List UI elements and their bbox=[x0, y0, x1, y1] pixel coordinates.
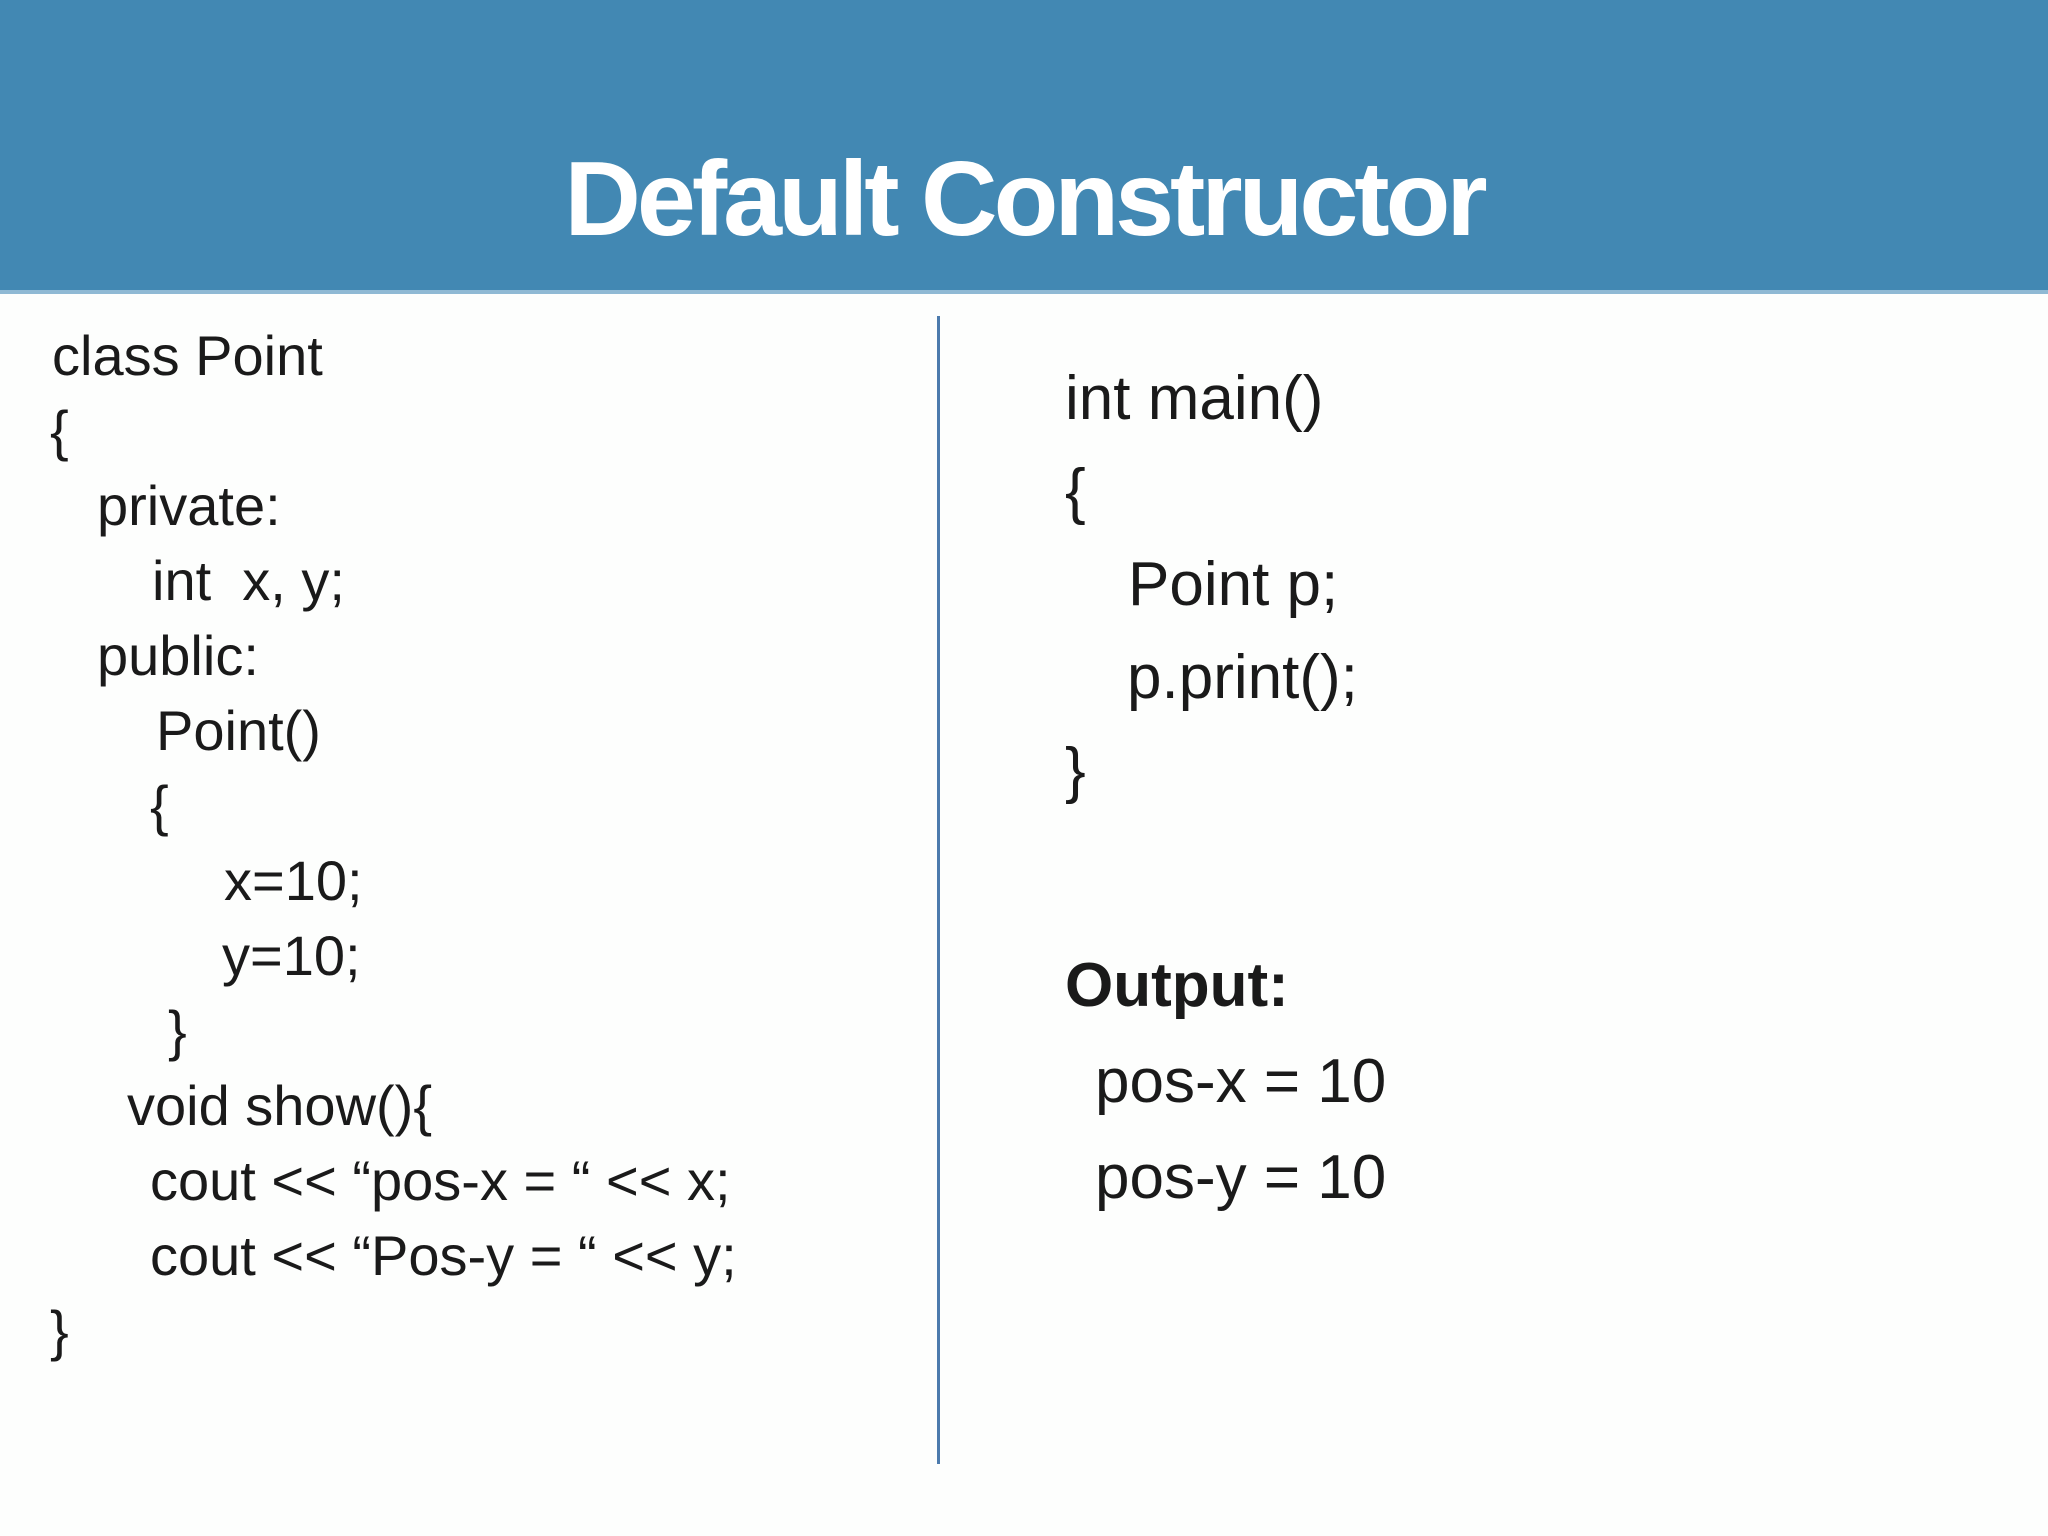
slide-title: Default Constructor bbox=[564, 140, 1487, 258]
code-line: p.print(); bbox=[1127, 643, 1358, 712]
code-line: } bbox=[50, 1299, 69, 1362]
code-line: } bbox=[168, 999, 187, 1062]
code-line: y=10; bbox=[222, 924, 361, 987]
code-line: Point() bbox=[156, 699, 321, 762]
code-line: private: bbox=[97, 474, 281, 537]
code-line: } bbox=[1065, 736, 1086, 805]
left-code-block: class Point { private: int x, y; public:… bbox=[50, 318, 737, 1368]
code-line: cout << “pos-x = “ << x; bbox=[150, 1149, 731, 1212]
code-line: { bbox=[150, 774, 169, 837]
column-divider bbox=[937, 316, 940, 1464]
code-line: x=10; bbox=[224, 849, 363, 912]
code-line: int main() bbox=[1065, 364, 1324, 433]
right-code-block: int main() { Point p; p.print(); } bbox=[1065, 352, 1358, 817]
code-line: int x, y; bbox=[152, 549, 345, 612]
code-line: public: bbox=[97, 624, 259, 687]
code-line: cout << “Pos-y = “ << y; bbox=[150, 1224, 737, 1287]
code-line: { bbox=[50, 399, 69, 462]
slide-header: Default Constructor bbox=[0, 0, 2048, 294]
output-label: Output: bbox=[1065, 951, 1289, 1020]
output-line: pos-x = 10 bbox=[1095, 1047, 1387, 1116]
output-block: Output: pos-x = 10 pos-y = 10 bbox=[1065, 938, 1386, 1226]
code-line: class Point bbox=[52, 324, 323, 387]
output-line: pos-y = 10 bbox=[1095, 1143, 1387, 1212]
code-line: Point p; bbox=[1128, 550, 1339, 619]
code-line: { bbox=[1065, 457, 1086, 526]
code-line: void show(){ bbox=[127, 1074, 433, 1137]
